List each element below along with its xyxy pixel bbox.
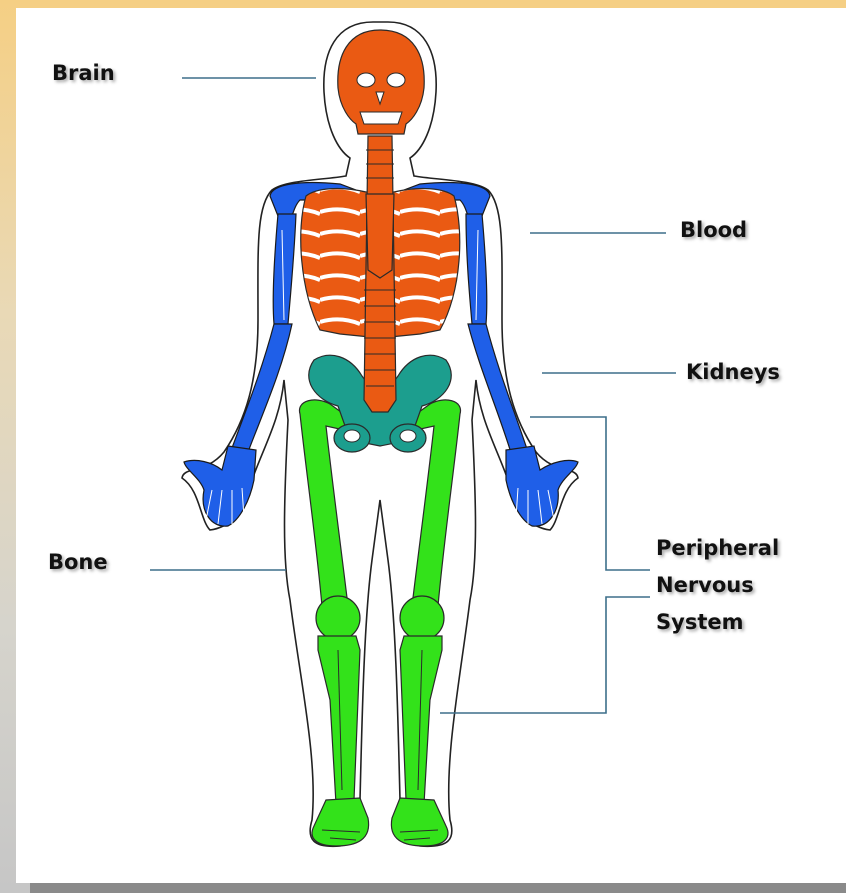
pns-bracket-lower (440, 597, 650, 713)
kidneys-label: Kidneys (686, 357, 780, 387)
brain-label: Brain (52, 58, 115, 88)
blood-label: Blood (680, 215, 747, 245)
pns-label-line1: Peripheral (656, 530, 779, 567)
pns-label-line3: System (656, 604, 779, 641)
bone-label: Bone (48, 547, 108, 577)
peripheral-nervous-system-label: Peripheral Nervous System (656, 530, 779, 641)
pns-label-line2: Nervous (656, 567, 779, 604)
